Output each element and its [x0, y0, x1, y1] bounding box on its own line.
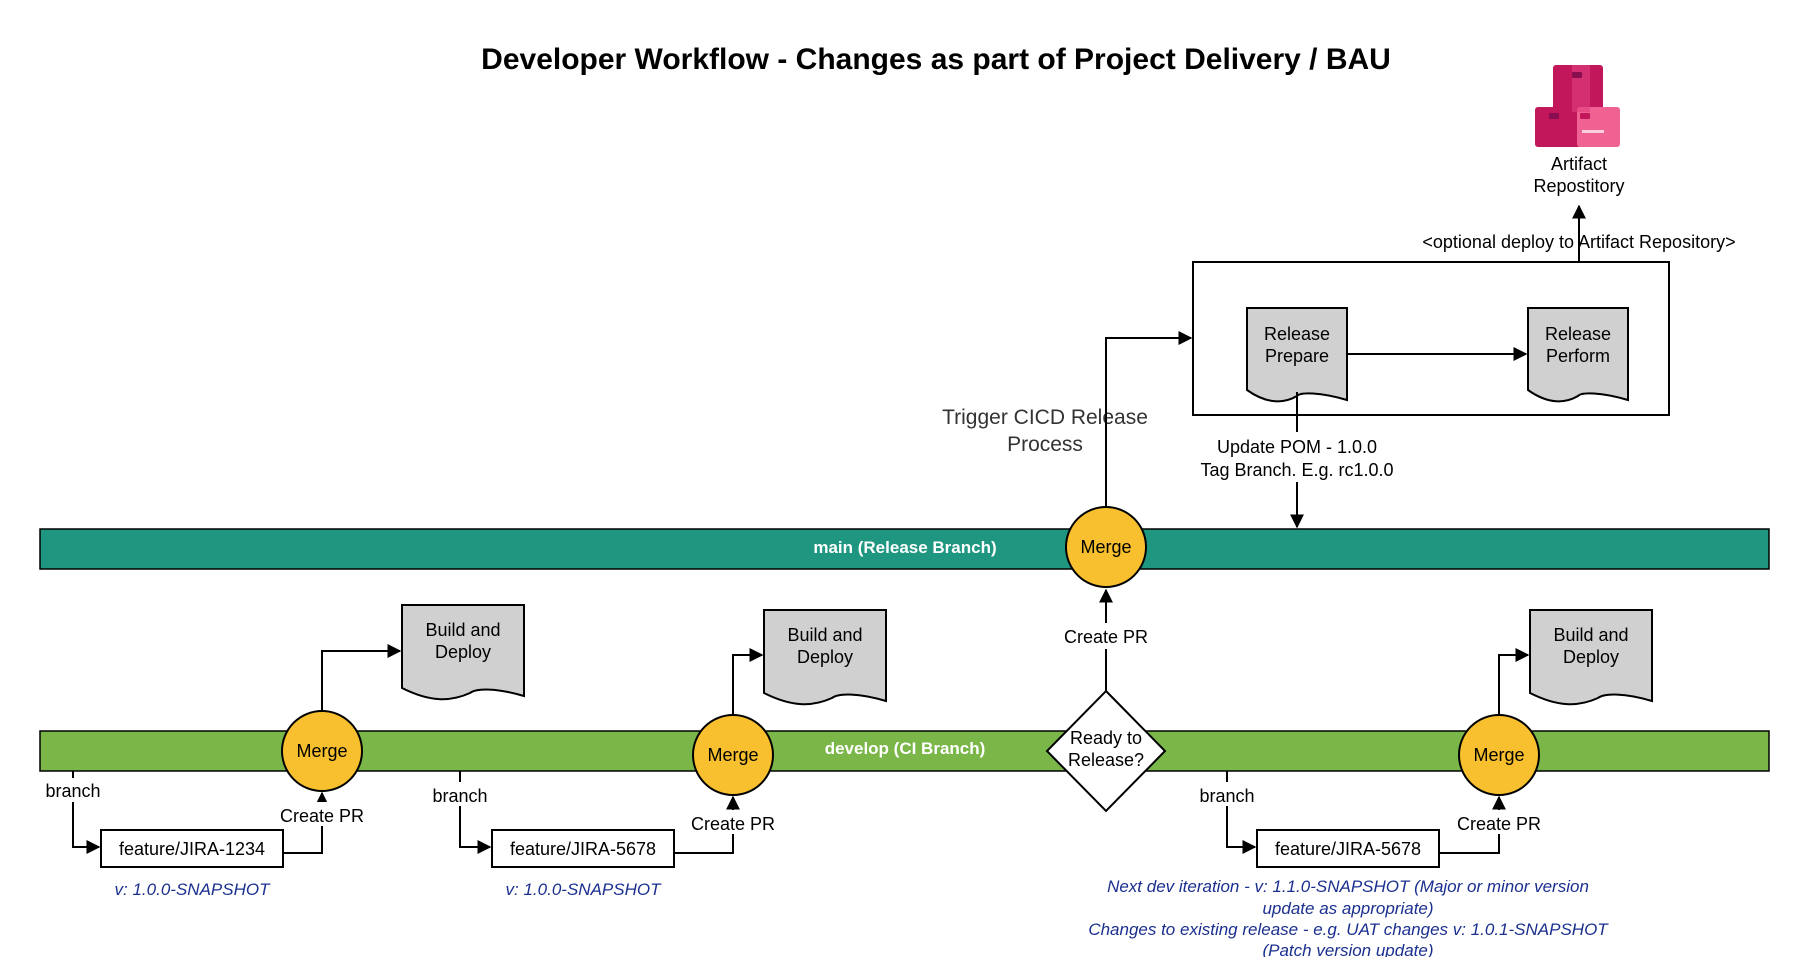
- version-label-1: v: 1.0.0-SNAPSHOT: [115, 880, 272, 899]
- release-perform-label-1: Release: [1545, 324, 1611, 344]
- artifact-repository-icon: [1535, 65, 1620, 147]
- build-deploy-label-2b: Deploy: [797, 647, 853, 667]
- create-pr-label-2: Create PR: [691, 814, 775, 834]
- decision-label-1: Ready to: [1070, 728, 1142, 748]
- trigger-connector: [1105, 331, 1193, 507]
- create-pr-main-label: Create PR: [1064, 627, 1148, 647]
- build-connector-3: [1498, 648, 1530, 715]
- merge-main-label: Merge: [1080, 537, 1131, 557]
- note-line-1: Next dev iteration - v: 1.1.0-SNAPSHOT (…: [1107, 877, 1589, 896]
- build-deploy-label-3a: Build and: [1553, 625, 1628, 645]
- branch-label-3: branch: [1199, 786, 1254, 806]
- build-connector-2: [732, 648, 764, 715]
- main-branch-band: [39, 528, 1770, 570]
- build-deploy-label-1a: Build and: [425, 620, 500, 640]
- merge-develop-label-1: Merge: [296, 741, 347, 761]
- merge-develop-label-2: Merge: [707, 745, 758, 765]
- trigger-label-2: Process: [1007, 433, 1083, 456]
- create-pr-label-1: Create PR: [280, 806, 364, 826]
- develop-branch-label: develop (CI Branch): [825, 739, 986, 758]
- build-deploy-label-1b: Deploy: [435, 642, 491, 662]
- ready-to-release-decision: [1045, 689, 1167, 813]
- feature-label-1: feature/JIRA-1234: [119, 839, 265, 859]
- branch-label-1: branch: [45, 781, 100, 801]
- version-label-2: v: 1.0.0-SNAPSHOT: [506, 880, 663, 899]
- note-line-3: Changes to existing release - e.g. UAT c…: [1088, 920, 1609, 939]
- artifact-label-1: Artifact: [1551, 154, 1607, 174]
- merge-develop-label-3: Merge: [1473, 745, 1524, 765]
- decision-label-2: Release?: [1068, 750, 1144, 770]
- release-prepare-label-1: Release: [1264, 324, 1330, 344]
- build-deploy-label-2a: Build and: [787, 625, 862, 645]
- build-deploy-label-3b: Deploy: [1563, 647, 1619, 667]
- release-prepare-label-2: Prepare: [1265, 346, 1329, 366]
- artifact-label-2: Repostitory: [1533, 176, 1624, 196]
- feature-label-2: feature/JIRA-5678: [510, 839, 656, 859]
- update-pom-label-1: Update POM - 1.0.0: [1217, 437, 1377, 457]
- trigger-label-1: Trigger CICD Release: [942, 406, 1148, 429]
- release-perform-label-2: Perform: [1546, 346, 1610, 366]
- feature-box-3: [1256, 829, 1440, 868]
- build-deploy-doc-3: [1529, 609, 1653, 706]
- build-connector-1: [321, 644, 402, 711]
- note-line-2: update as appropriate): [1262, 899, 1433, 918]
- feature-box-2: [491, 829, 675, 868]
- main-branch-label: main (Release Branch): [813, 538, 996, 557]
- note-line-4: (Patch version update): [1262, 941, 1433, 957]
- merge-main-node: [1065, 506, 1147, 588]
- build-deploy-doc-2: [763, 609, 887, 706]
- branch-label-2: branch: [432, 786, 487, 806]
- build-deploy-doc-1: [401, 604, 525, 701]
- feature-label-3: feature/JIRA-5678: [1275, 839, 1421, 859]
- diagram-title: Developer Workflow - Changes as part of …: [481, 43, 1391, 76]
- feature-box-1: [100, 829, 284, 868]
- release-perform-doc: [1527, 307, 1629, 403]
- update-pom-label-2: Tag Branch. E.g. rc1.0.0: [1200, 460, 1393, 480]
- create-pr-label-3: Create PR: [1457, 814, 1541, 834]
